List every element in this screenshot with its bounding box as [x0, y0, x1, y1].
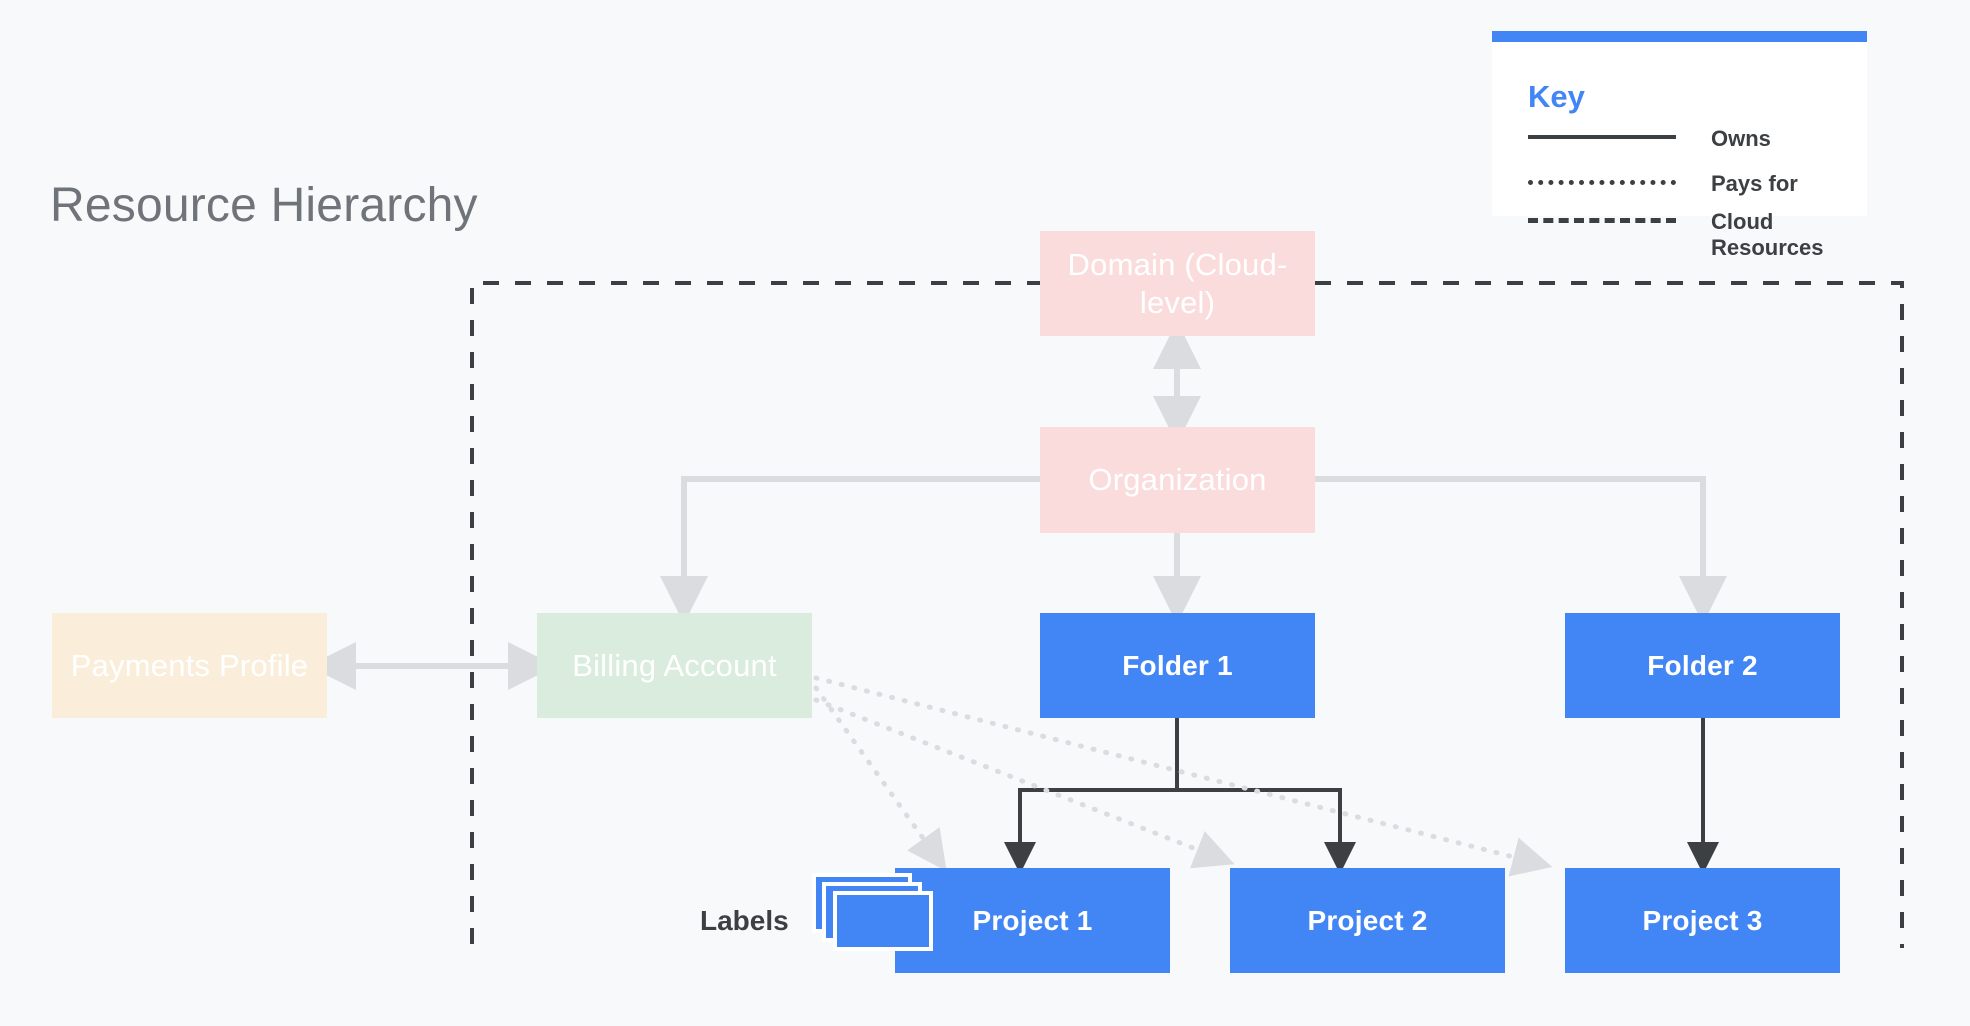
key-row-owns: Owns — [1528, 126, 1871, 152]
node-billing-account-label: Billing Account — [572, 647, 777, 683]
key-swatch-solid-icon — [1528, 126, 1676, 148]
key-swatch-dashed-icon — [1528, 209, 1676, 231]
node-folder-2[interactable]: Folder 2 — [1565, 613, 1840, 718]
stacked-card-front — [833, 891, 933, 951]
node-organization-label: Organization — [1088, 462, 1267, 498]
node-project-2[interactable]: Project 2 — [1230, 868, 1505, 973]
edge-folder1-project2 — [1177, 788, 1356, 874]
node-folder-2-label: Folder 2 — [1647, 649, 1758, 681]
node-project-1[interactable]: Project 1 — [895, 868, 1170, 973]
page-title: Resource Hierarchy — [50, 179, 478, 232]
key-row-cloud-resources: Cloud Resources — [1528, 209, 1871, 261]
node-domain[interactable]: Domain (Cloud-level) — [1040, 231, 1315, 336]
edge-billing-project1 — [813, 685, 947, 872]
key-swatch-dotted-icon — [1528, 171, 1676, 193]
edge-organization-billing — [660, 476, 1040, 624]
node-payments-profile[interactable]: Payments Profile — [52, 613, 327, 718]
key-label-cloud-resources: Cloud Resources — [1711, 209, 1824, 260]
labels-annotation-text: Labels — [700, 905, 789, 936]
node-domain-label: Domain (Cloud-level) — [1067, 247, 1288, 320]
key-accent-bar — [1492, 31, 1867, 42]
node-payments-profile-label: Payments Profile — [70, 647, 309, 683]
node-project-1-label: Project 1 — [972, 904, 1093, 936]
node-project-3[interactable]: Project 3 — [1565, 868, 1840, 973]
node-folder-1-label: Folder 1 — [1122, 649, 1233, 681]
node-folder-1[interactable]: Folder 1 — [1040, 613, 1315, 718]
node-project-3-label: Project 3 — [1642, 904, 1763, 936]
key-title: Key — [1528, 79, 1585, 114]
edge-billing-project2 — [813, 697, 1235, 869]
edge-folder1-project1 — [1004, 788, 1177, 874]
key-row-pays-for: Pays for — [1528, 171, 1871, 197]
node-billing-account[interactable]: Billing Account — [537, 613, 812, 718]
key-panel: Key Owns Pays for Cloud Resources — [1492, 31, 1867, 260]
stacked-cards-icon — [812, 873, 940, 951]
key-label-owns: Owns — [1711, 126, 1771, 151]
edge-organization-folder2 — [1315, 476, 1727, 624]
node-organization[interactable]: Organization — [1040, 427, 1315, 533]
key-label-pays-for: Pays for — [1711, 171, 1798, 196]
node-project-2-label: Project 2 — [1307, 904, 1428, 936]
